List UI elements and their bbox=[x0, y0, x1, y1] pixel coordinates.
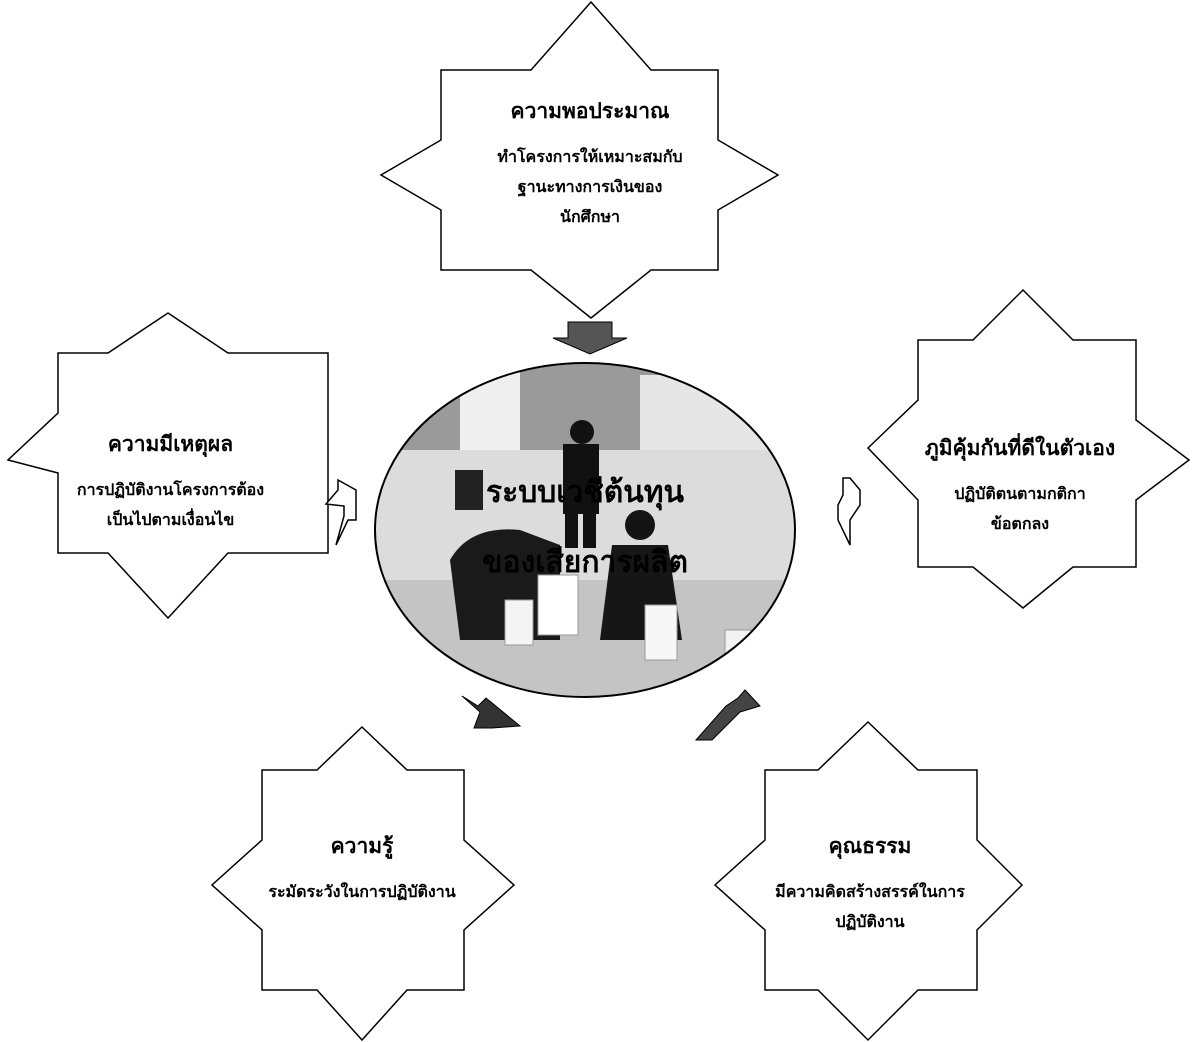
star-bottom-left bbox=[210, 725, 516, 1042]
star-bottom-left-text: ความรู้ ระมัดระวังในการปฏิบัติงาน bbox=[232, 830, 492, 907]
star-bottom-right-text: คุณธรรม มีความคิดสร้างสรรค์ในการ ปฏิบัติ… bbox=[730, 830, 1010, 937]
star-bottom-right-line: ปฏิบัติงาน bbox=[835, 912, 905, 931]
center-oval-border bbox=[374, 362, 796, 698]
arrow-from-top bbox=[552, 321, 628, 355]
star-right-text: ภูมิคุ้มกันที่ดีในตัวเอง ปฏิบัติตนตามกติ… bbox=[905, 432, 1135, 539]
star-top-title: ความพอประมาณ bbox=[510, 98, 670, 123]
star-right bbox=[866, 288, 1191, 609]
star-top-line: นักศึกษา bbox=[560, 207, 620, 226]
star-right-line: ปฏิบัติตนตามกติกา bbox=[954, 484, 1086, 503]
star-left-text: ความมีเหตุผล การปฏิบัติงานโครงการต้อง เป… bbox=[28, 428, 313, 535]
star-left-line: เป็นไปตามเงื่อนไข bbox=[106, 510, 235, 529]
star-right-line: ข้อตกลง bbox=[990, 514, 1050, 533]
star-bottom-right-title: คุณธรรม bbox=[828, 833, 912, 858]
arrow-from-bottom-left bbox=[461, 695, 522, 729]
star-bottom-left-title: ความรู้ bbox=[330, 833, 394, 858]
star-top-line: ทำโครงการให้เหมาะสมกับ bbox=[497, 147, 683, 166]
arrow-from-left bbox=[324, 478, 357, 546]
arrow-from-bottom-right bbox=[694, 689, 761, 741]
star-bottom-right bbox=[713, 720, 1024, 1042]
center-title: ระบบเวชีต้นทุน ของเสียการผลิต bbox=[420, 458, 750, 598]
center-title-line1: ระบบเวชีต้นทุน bbox=[485, 475, 685, 510]
arrow-from-right bbox=[837, 477, 861, 546]
star-left-title: ความมีเหตุผล bbox=[107, 431, 234, 456]
center-title-line2: ของเสียการผลิต bbox=[482, 545, 688, 580]
star-top bbox=[379, 0, 780, 319]
star-right-title: ภูมิคุ้มกันที่ดีในตัวเอง bbox=[924, 435, 1116, 460]
star-bottom-right-line: มีความคิดสร้างสรรค์ในการ bbox=[775, 882, 965, 901]
star-left-line: การปฏิบัติงานโครงการต้อง bbox=[76, 480, 265, 499]
star-top-line: ฐานะทางการเงินของ bbox=[517, 177, 663, 196]
star-left bbox=[6, 312, 329, 620]
star-top-text: ความพอประมาณ ทำโครงการให้เหมาะสมกับ ฐานะ… bbox=[445, 95, 735, 232]
star-bottom-left-line: ระมัดระวังในการปฏิบัติงาน bbox=[268, 882, 456, 901]
